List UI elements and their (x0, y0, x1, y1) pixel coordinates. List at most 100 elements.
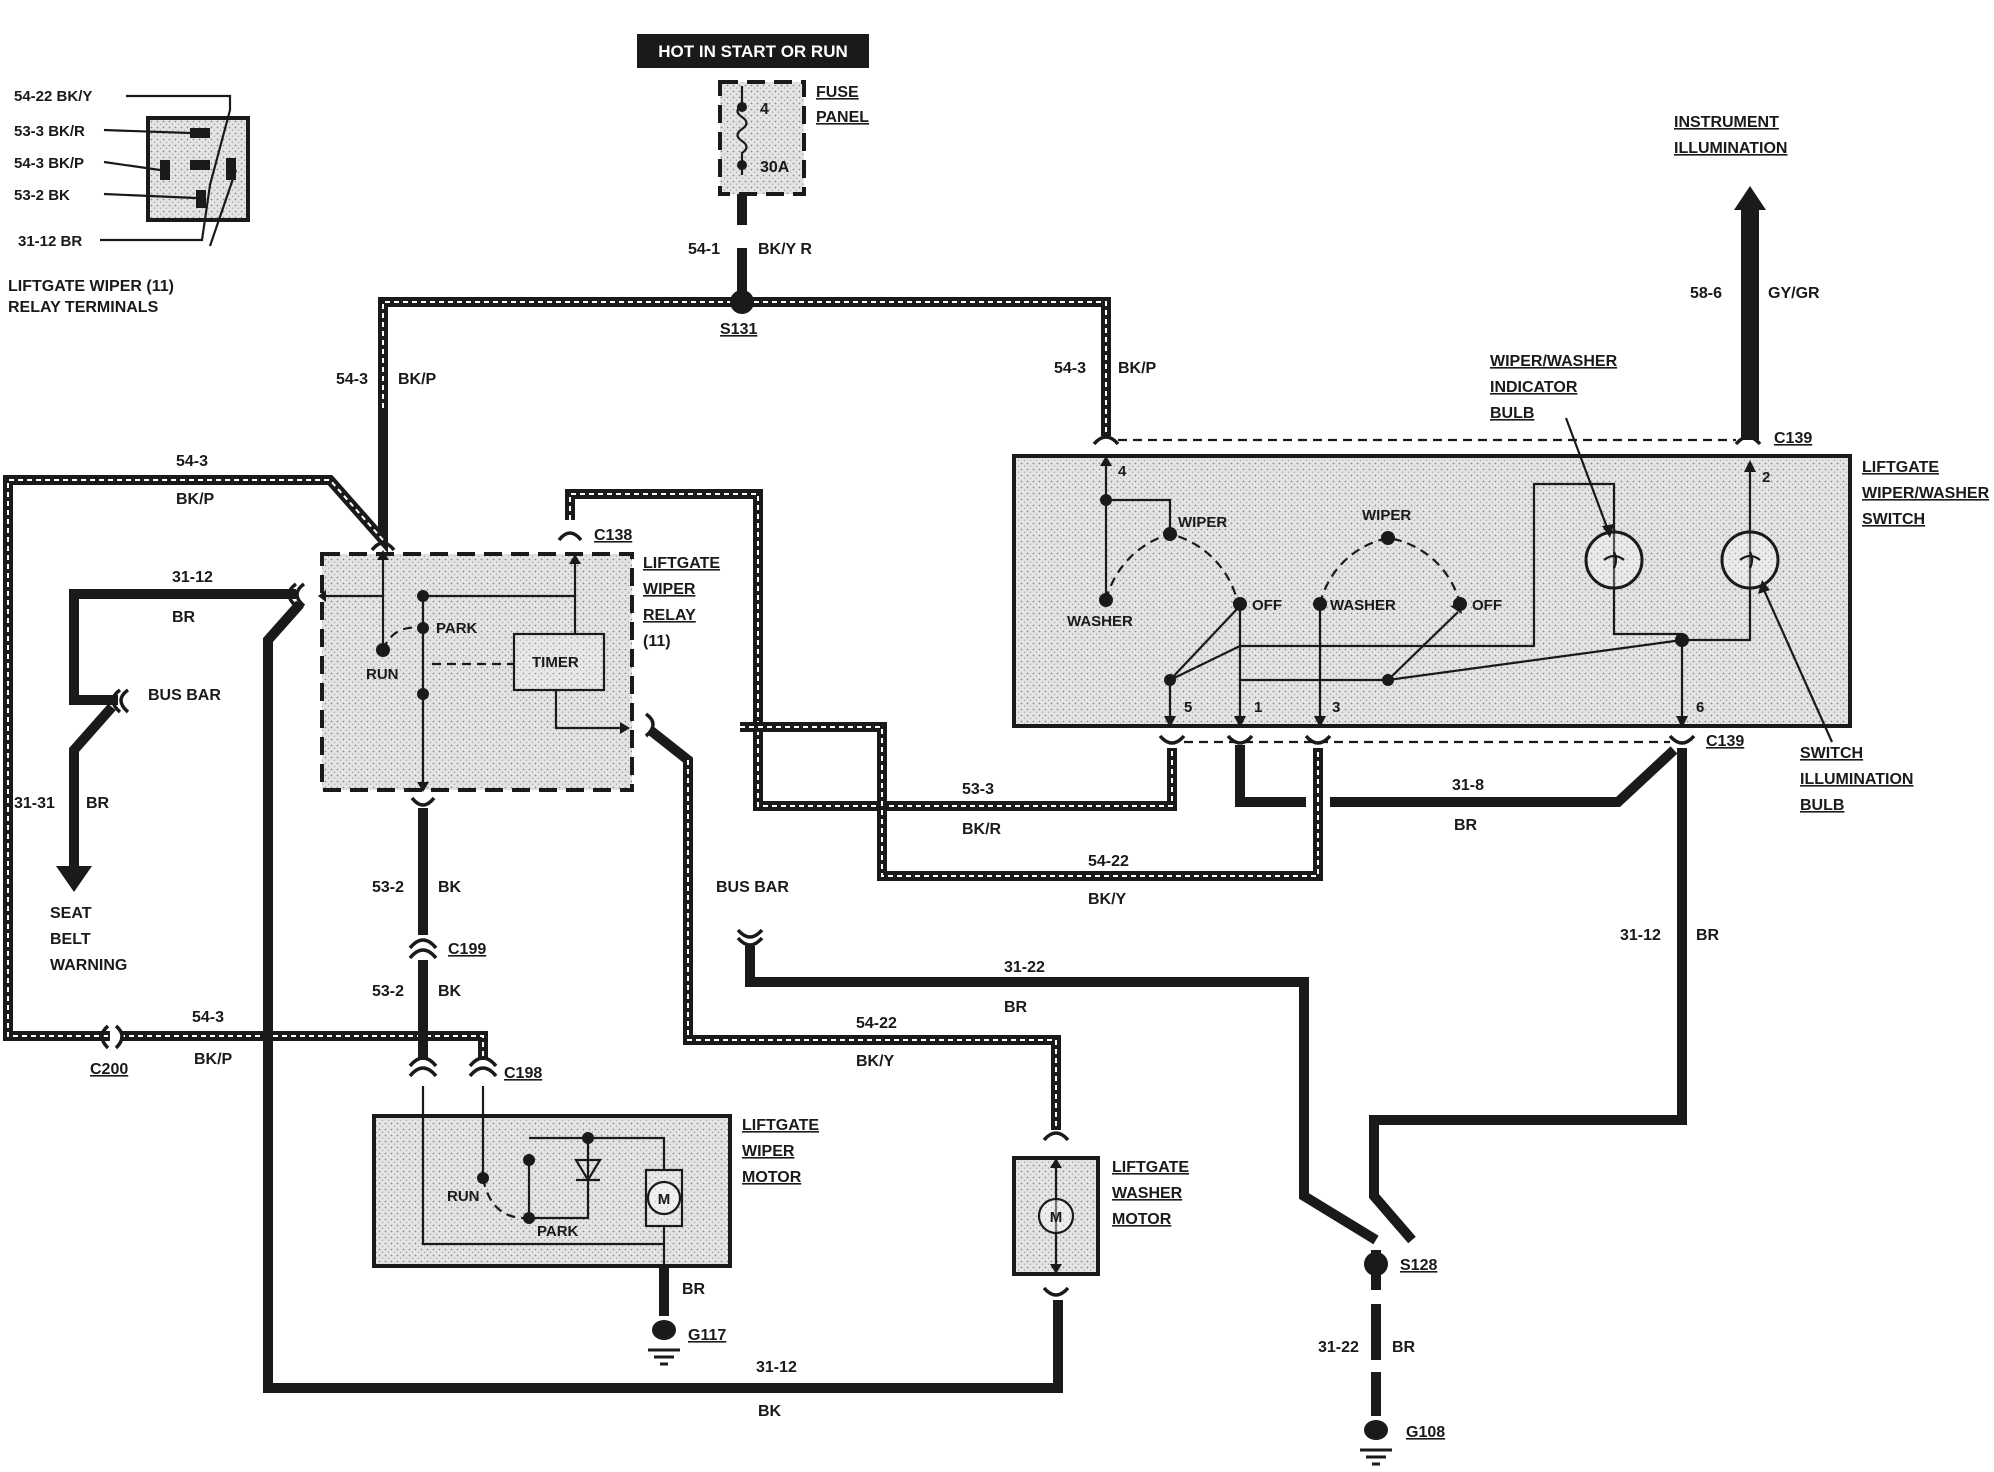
svg-text:INDICATOR: INDICATOR (1490, 379, 1578, 396)
svg-text:2: 2 (1762, 469, 1770, 486)
svg-text:SWITCH: SWITCH (1800, 745, 1863, 762)
liftgate-washer-motor: M LIFTGATE WASHER MOTOR (1012, 1156, 1189, 1276)
wire-labels: 54-1 BK/Y R 54-3 BK/P 54-3 BK/P 54-3 BK/… (14, 241, 1820, 1420)
svg-text:5: 5 (1184, 699, 1192, 716)
washer-motor-icon (1037, 1197, 1075, 1235)
svg-text:MOTOR: MOTOR (742, 1169, 802, 1186)
svg-text:BELT: BELT (50, 931, 91, 948)
liftgate-wiper-washer-switch: 4 2 5 1 3 6 WIPER WASHER OFF WIPER WASHE… (1012, 454, 1990, 728)
svg-text:MOTOR: MOTOR (1112, 1211, 1172, 1228)
illumination-bulb-icon (1720, 530, 1780, 590)
svg-text:M: M (1050, 1209, 1063, 1226)
connector-symbols (100, 435, 1762, 1297)
connector-c199: C199 (448, 941, 486, 958)
liftgate-wiper-relay: PARK RUN TIMER LIFTGATE WIPER RELAY (11) (318, 550, 720, 792)
svg-text:WIPER: WIPER (742, 1143, 795, 1160)
diode-icon (574, 1158, 602, 1183)
illumination-bulb-label: SWITCH ILLUMINATION BULB (1758, 580, 1913, 814)
svg-text:LIFTGATE: LIFTGATE (1862, 459, 1939, 476)
svg-text:54-3: 54-3 (336, 371, 368, 388)
svg-text:M: M (658, 1191, 671, 1208)
svg-text:WIPER: WIPER (643, 581, 696, 598)
relay-terminal-pin: 54-3 BK/P (14, 155, 84, 172)
svg-text:53-3: 53-3 (962, 781, 994, 798)
ground-g108-icon (1360, 1420, 1392, 1466)
svg-text:54-3: 54-3 (192, 1009, 224, 1026)
connector-c200: C200 (90, 1061, 128, 1078)
fuse-panel: 4 30A FUSE PANEL (718, 80, 869, 196)
svg-text:PANEL: PANEL (816, 109, 869, 126)
svg-text:BUS BAR: BUS BAR (148, 687, 221, 704)
svg-text:WASHER: WASHER (1112, 1185, 1183, 1202)
wires (3, 186, 1766, 1416)
svg-text:54-22: 54-22 (856, 1015, 897, 1032)
svg-text:31-31: 31-31 (14, 795, 55, 812)
connector-c139-top: C139 (1774, 430, 1812, 447)
svg-text:31-8: 31-8 (1452, 777, 1484, 794)
svg-text:54-3: 54-3 (176, 453, 208, 470)
svg-text:RELAY TERMINALS: RELAY TERMINALS (8, 299, 159, 316)
splice-s131-label: S131 (720, 321, 757, 338)
svg-text:4: 4 (1118, 463, 1127, 480)
instrument-illumination-label: INSTRUMENT ILLUMINATION (1674, 114, 1787, 157)
svg-text:4: 4 (760, 101, 769, 118)
svg-text:3: 3 (1332, 699, 1340, 716)
liftgate-wiper-motor: M RUN PARK LIFTGATE WIPER MOTOR (372, 1086, 819, 1268)
svg-text:BK/Y R: BK/Y R (758, 241, 812, 258)
ground-g117-label: G117 (688, 1327, 726, 1344)
svg-text:BR: BR (1004, 999, 1028, 1016)
svg-text:(11): (11) (643, 633, 671, 650)
svg-text:WASHER: WASHER (1067, 613, 1133, 630)
svg-text:ILLUMINATION: ILLUMINATION (1800, 771, 1913, 788)
svg-text:1: 1 (1254, 699, 1262, 716)
svg-text:BK/Y: BK/Y (1088, 891, 1127, 908)
misc-labels: BUS BAR BUS BAR SEAT BELT WARNING (50, 687, 789, 974)
svg-text:BR: BR (1392, 1339, 1416, 1356)
svg-text:SEAT: SEAT (50, 905, 92, 922)
svg-text:BK/P: BK/P (194, 1051, 233, 1068)
svg-text:RUN: RUN (447, 1188, 480, 1205)
svg-text:WASHER: WASHER (1330, 597, 1396, 614)
svg-text:LIFTGATE: LIFTGATE (742, 1117, 819, 1134)
relay-timer (512, 632, 606, 692)
svg-text:LIFTGATE: LIFTGATE (643, 555, 720, 572)
splice-s131 (730, 290, 754, 314)
svg-text:HOT IN START OR RUN: HOT IN START OR RUN (658, 42, 848, 61)
svg-text:PARK: PARK (537, 1223, 579, 1240)
svg-text:BR: BR (1696, 927, 1720, 944)
svg-text:RELAY: RELAY (643, 607, 696, 624)
svg-text:SWITCH: SWITCH (1862, 511, 1925, 528)
relay-terminal-pin: 53-3 BK/R (14, 123, 85, 140)
svg-text:LIFTGATE: LIFTGATE (1112, 1159, 1189, 1176)
indicator-bulb-icon (1584, 530, 1644, 590)
svg-text:WIPER: WIPER (1362, 507, 1411, 524)
svg-text:30A: 30A (760, 159, 790, 176)
connector-c139-bottom: C139 (1706, 733, 1744, 750)
svg-text:54-22: 54-22 (1088, 853, 1129, 870)
svg-text:54-3: 54-3 (1054, 360, 1086, 377)
svg-text:WIPER/WASHER: WIPER/WASHER (1490, 353, 1618, 370)
svg-text:WARNING: WARNING (50, 957, 127, 974)
svg-text:WIPER/WASHER: WIPER/WASHER (1862, 485, 1990, 502)
svg-text:31-12: 31-12 (756, 1359, 797, 1376)
relay-terminal-pin: 54-22 BK/Y (14, 88, 92, 105)
svg-text:WIPER: WIPER (1178, 514, 1227, 531)
relay-terminal-pin: 31-12 BR (18, 233, 82, 250)
svg-text:GY/GR: GY/GR (1768, 285, 1820, 302)
svg-text:58-6: 58-6 (1690, 285, 1722, 302)
svg-text:ILLUMINATION: ILLUMINATION (1674, 140, 1787, 157)
connector-c138: C138 (594, 527, 632, 544)
svg-text:BR: BR (86, 795, 110, 812)
fuse-icon (736, 86, 748, 175)
svg-text:31-12: 31-12 (172, 569, 213, 586)
svg-text:TIMER: TIMER (532, 654, 579, 671)
svg-text:31-22: 31-22 (1318, 1339, 1359, 1356)
hot-in-start-or-run-tag: HOT IN START OR RUN (637, 34, 869, 68)
svg-text:BULB: BULB (1800, 797, 1844, 814)
splice-s128 (1364, 1252, 1388, 1276)
svg-text:53-2: 53-2 (372, 983, 404, 1000)
splices (648, 290, 1392, 1466)
connector-labels: C138 C139 C139 C199 C198 C200 S131 S128 … (90, 321, 1812, 1441)
svg-text:OFF: OFF (1252, 597, 1282, 614)
svg-text:BUS BAR: BUS BAR (716, 879, 789, 896)
